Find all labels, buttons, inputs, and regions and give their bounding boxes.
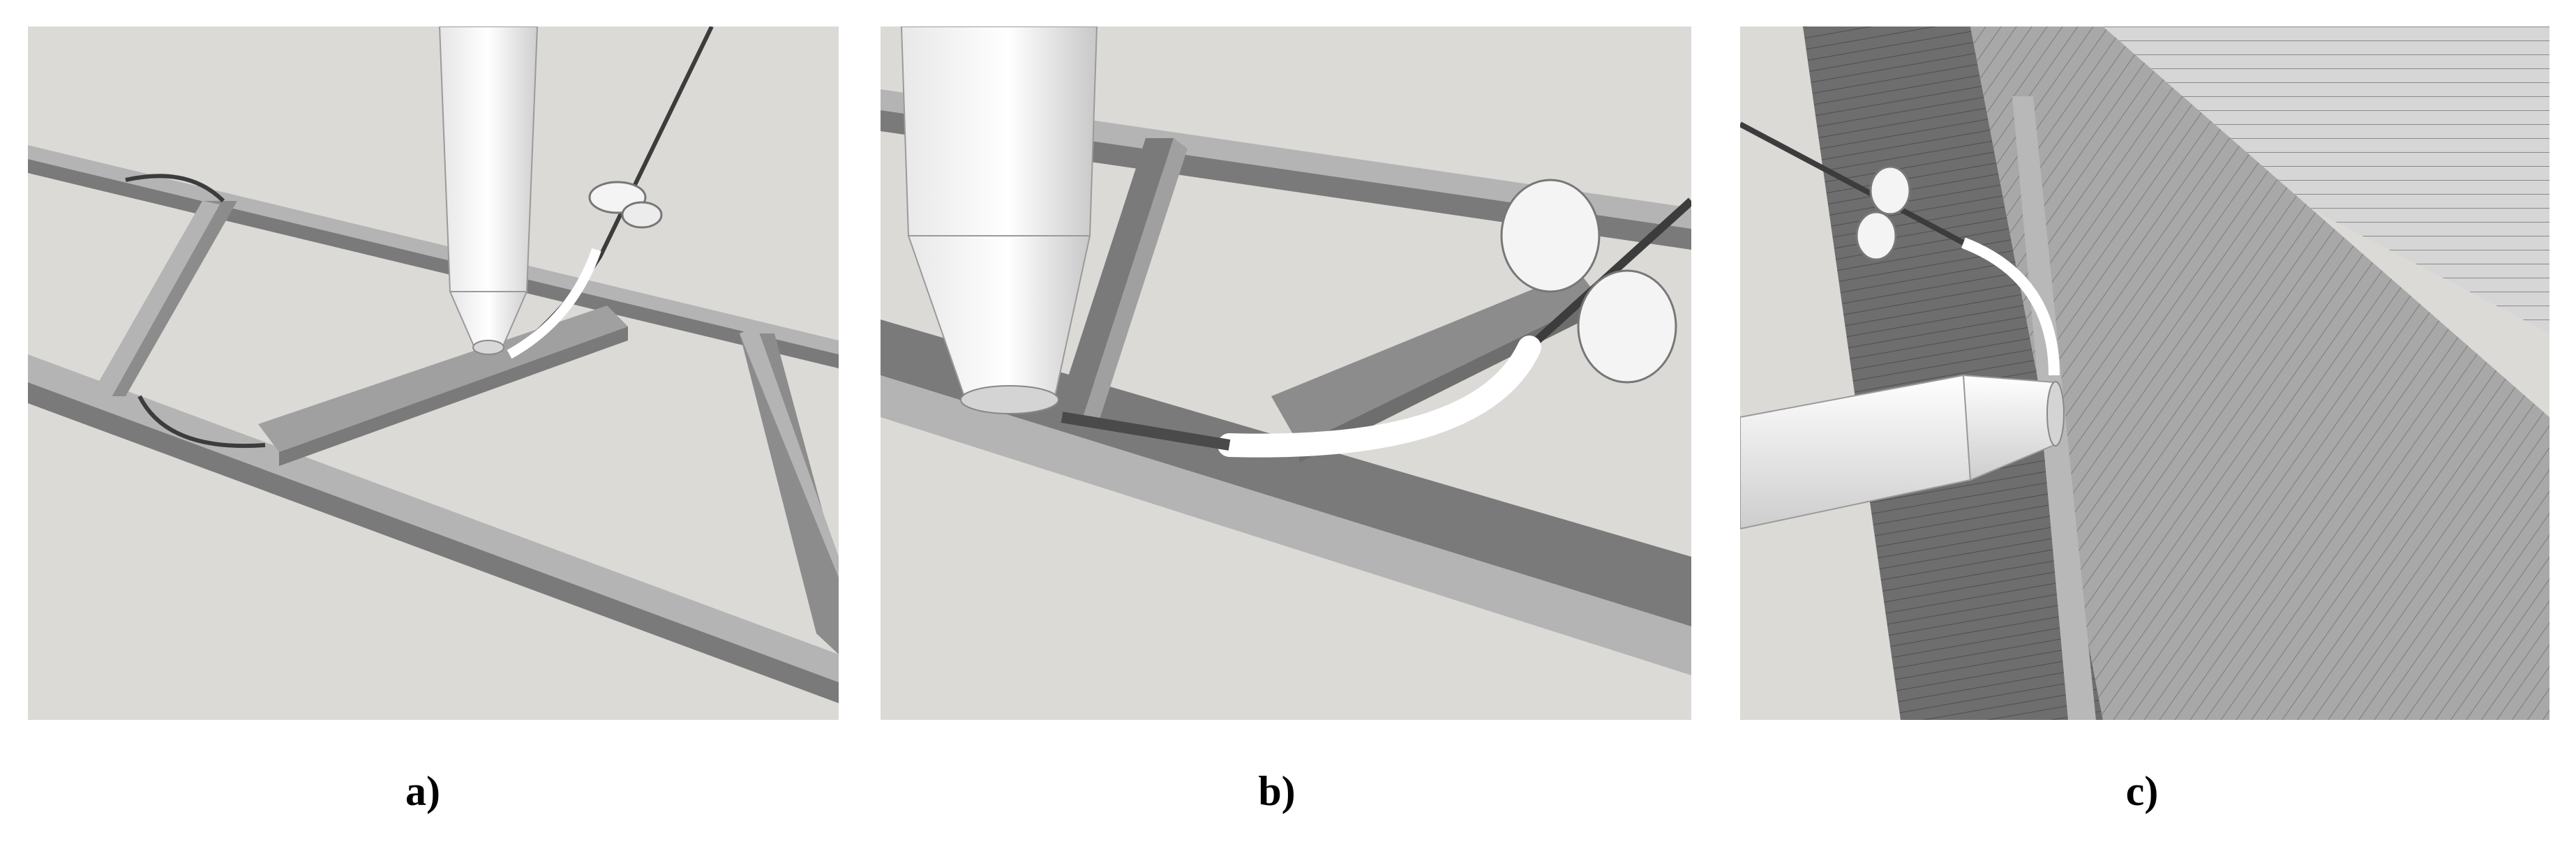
fiber-feed-line bbox=[1740, 121, 1965, 246]
panel-label-a: a) bbox=[405, 768, 440, 814]
printed-pad bbox=[258, 306, 628, 466]
fiber-guide-tube bbox=[507, 248, 601, 359]
nozzle-icon bbox=[438, 27, 539, 355]
nozzle-icon bbox=[900, 27, 1098, 414]
fiber-guide-tube bbox=[1961, 237, 2060, 376]
cross-strut-left bbox=[91, 201, 237, 403]
panel-label-c: c) bbox=[2125, 768, 2159, 814]
fiber-loop-left bbox=[125, 174, 225, 203]
fiber-guide-tube bbox=[1218, 336, 1541, 458]
wall-top-layers bbox=[1949, 27, 2549, 333]
nozzle-icon bbox=[1740, 374, 2065, 530]
panel-a-illustration bbox=[28, 27, 839, 720]
fiber-loop-bottom bbox=[137, 395, 266, 449]
wall-inner-face bbox=[1970, 27, 2549, 720]
panel-label-b: b) bbox=[1258, 768, 1296, 814]
panel-c-scene bbox=[1740, 27, 2549, 720]
panel-c-illustration bbox=[1740, 27, 2549, 720]
panel-b-scene bbox=[881, 27, 1691, 675]
cross-strut-right bbox=[740, 326, 839, 654]
panel-b-illustration bbox=[881, 27, 1691, 720]
roller-icon bbox=[588, 181, 663, 229]
roller-icon bbox=[1855, 165, 1911, 261]
fiber-laid bbox=[1061, 412, 1231, 451]
roller-icon bbox=[1500, 179, 1677, 384]
lower-rail bbox=[28, 354, 839, 703]
cross-strut-left bbox=[1055, 138, 1188, 428]
panel-a-scene bbox=[28, 27, 839, 703]
